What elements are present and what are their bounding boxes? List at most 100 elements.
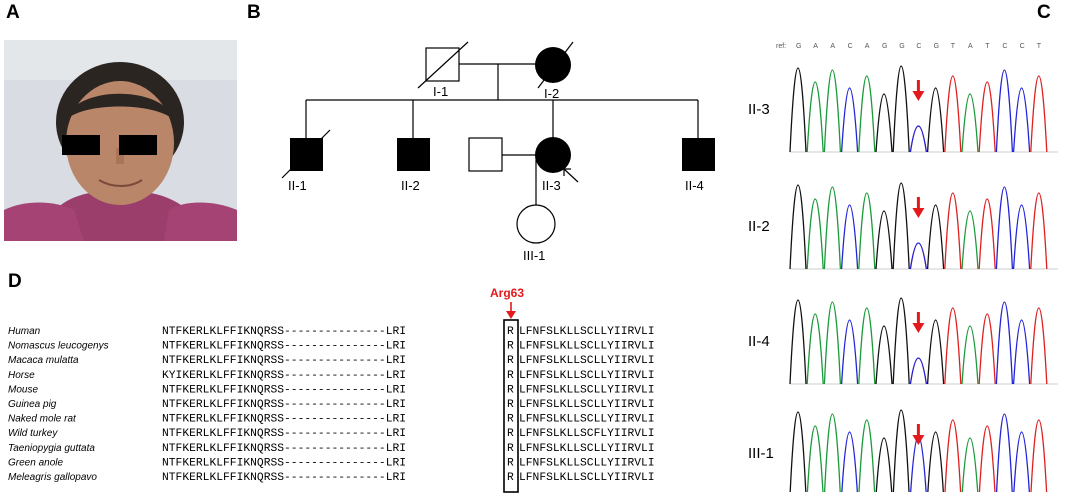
individual-i-2: I-2: [535, 41, 574, 101]
individual-ii-3-spouse: [468, 137, 503, 172]
peak: [823, 69, 842, 153]
peak: [927, 431, 944, 492]
svg-text:II-3: II-3: [542, 178, 561, 193]
peak: [892, 182, 910, 270]
sequence-right: LFNFSLKLLSCLLYIIRVLI: [519, 472, 655, 484]
ref-base: T: [985, 43, 990, 50]
ref-base: A: [968, 43, 973, 50]
highlight-box: [503, 319, 519, 493]
peak: [806, 425, 824, 492]
species-name: Nomascus leucogenys: [8, 341, 109, 352]
highlighted-residue: R: [507, 414, 514, 426]
sequence-left: NTFKERLKLFFIKNQRSS---------------LRI: [162, 443, 406, 455]
peak: [978, 313, 996, 385]
species-name: Macaca mulatta: [8, 355, 79, 366]
arg63-arrow-icon: [506, 302, 516, 319]
peak: [823, 301, 842, 385]
sequence-right: LFNFSLKLLSCFLYIIRVLI: [519, 428, 655, 440]
sequence-left: NTFKERLKLFFIKNQRSS---------------LRI: [162, 341, 406, 353]
sample-label: III-1: [748, 445, 774, 462]
peak: [944, 75, 962, 153]
peak: [1030, 192, 1048, 270]
peak: [892, 297, 910, 385]
peak: [875, 93, 893, 153]
individual-ii-4: II-4: [682, 138, 715, 193]
peak: [961, 210, 979, 270]
sequence-left: NTFKERLKLFFIKNQRSS---------------LRI: [162, 384, 406, 396]
panel-label-b: B: [247, 2, 261, 23]
eye-bar-right: [119, 135, 157, 155]
peak: [961, 93, 979, 153]
individual-ii-3: II-3: [535, 137, 579, 193]
highlighted-residue: R: [507, 443, 514, 455]
peak: [944, 419, 962, 492]
sequence-left: NTFKERLKLFFIKNQRSS---------------LRI: [162, 326, 406, 338]
species-name: Green anole: [8, 457, 63, 468]
pedigree-chart: I-1 I-2 II-1 II-2 II-3 II-4 III-1: [281, 41, 715, 263]
sequence-left: NTFKERLKLFFIKNQRSS---------------LRI: [162, 399, 406, 411]
ref-base: C: [916, 43, 921, 50]
species-name: Naked mole rat: [8, 414, 77, 425]
ref-base: A: [830, 43, 835, 50]
species-name: Guinea pig: [8, 399, 57, 410]
ref-base: T: [951, 43, 956, 50]
peak: [926, 87, 945, 153]
peak: [926, 204, 945, 270]
peak: [823, 186, 842, 270]
peak: [1012, 204, 1031, 270]
species-name: Human: [8, 326, 41, 337]
sample-label: II-2: [748, 218, 770, 235]
peak: [1013, 431, 1030, 492]
peak: [978, 81, 996, 153]
ref-base: A: [865, 43, 870, 50]
highlighted-residue: R: [507, 355, 514, 367]
peak: [995, 186, 1014, 270]
peak: [909, 125, 928, 153]
ref-base: T: [1037, 43, 1042, 50]
ref-base: C: [1020, 43, 1025, 50]
mutation-arrow-icon: [912, 424, 925, 445]
panel-label-d: D: [8, 271, 22, 292]
peak: [926, 319, 945, 385]
peak: [1030, 419, 1048, 492]
species-name: Meleagris gallopavo: [8, 472, 97, 483]
individual-i-1: I-1: [417, 41, 469, 99]
sequence-left: NTFKERLKLFFIKNQRSS---------------LRI: [162, 472, 406, 484]
peak: [995, 413, 1013, 492]
peak: [944, 307, 962, 385]
ref-base: C: [1002, 43, 1007, 50]
sequence-right: LFNFSLKLLSCLLYIIRVLI: [519, 384, 655, 396]
highlighted-residue: R: [507, 457, 514, 469]
mutation-arrow-icon: [912, 197, 925, 218]
highlighted-residue: R: [507, 341, 514, 353]
mutation-arrow-icon: [912, 312, 925, 333]
sequence-left: NTFKERLKLFFIKNQRSS---------------LRI: [162, 414, 406, 426]
sequence-right: LFNFSLKLLSCLLYIIRVLI: [519, 341, 655, 353]
alignment-row: Green anole NTFKERLKLFFIKNQRSS-----------…: [8, 457, 655, 469]
peak: [875, 325, 893, 385]
panel-label-c: C: [1037, 2, 1051, 23]
svg-text:II-4: II-4: [685, 178, 704, 193]
ref-base: A: [813, 43, 818, 50]
peak: [892, 409, 910, 492]
sequence-left: NTFKERLKLFFIKNQRSS---------------LRI: [162, 457, 406, 469]
individual-ii-1: II-1: [281, 129, 331, 193]
peak: [909, 357, 928, 385]
sequence-right: LFNFSLKLLSCLLYIIRVLI: [519, 414, 655, 426]
ref-base: C: [848, 43, 853, 50]
peak: [789, 299, 807, 385]
peak: [806, 313, 824, 385]
chromatogram-row-ii-3: II-3: [748, 65, 1058, 153]
svg-text:I-1: I-1: [433, 84, 448, 99]
peak: [978, 198, 996, 270]
ref-label: ref:: [776, 43, 786, 50]
peak: [961, 437, 979, 492]
species-name: Horse: [8, 370, 35, 381]
peak: [858, 307, 876, 385]
peak: [944, 192, 962, 270]
peak: [875, 437, 893, 492]
chromatogram-row-ii-4: II-4: [748, 297, 1058, 385]
peak: [789, 67, 807, 153]
